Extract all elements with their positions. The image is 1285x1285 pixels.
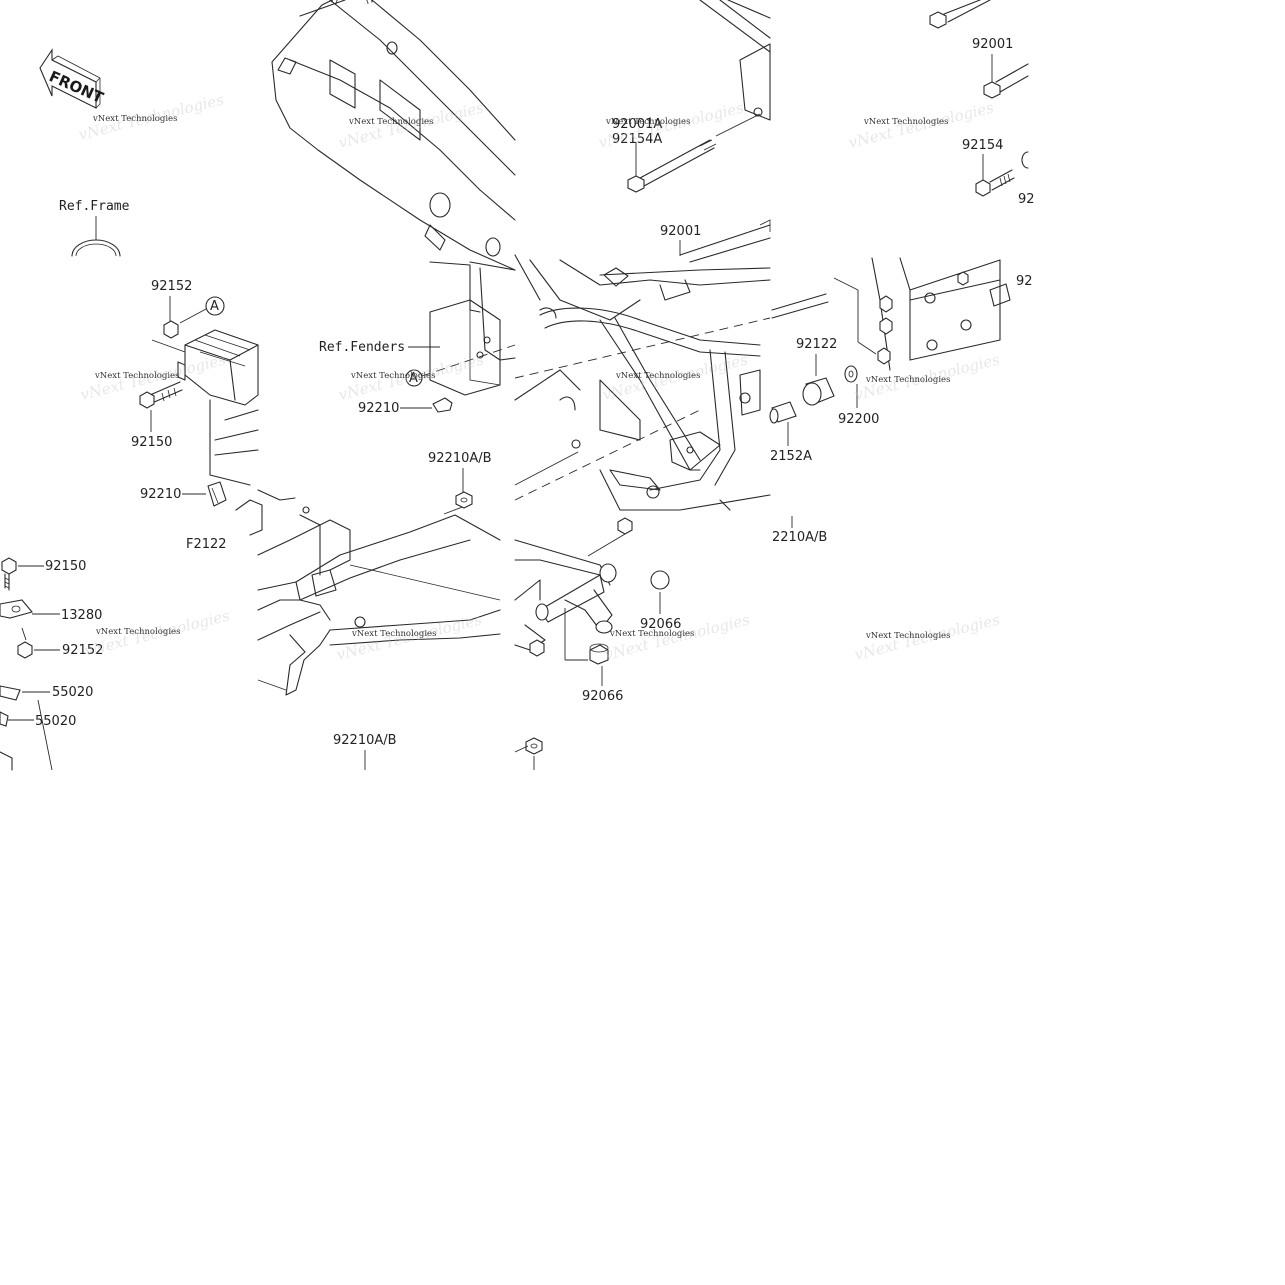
bolt-92154: 92154 92 bbox=[962, 138, 1035, 207]
nut-92152-b: 92152 bbox=[17, 627, 103, 659]
watermark-group: vNext Technologies vNext Technologies vN… bbox=[77, 90, 1002, 664]
pad-55020-b: 55020 bbox=[0, 699, 76, 771]
ref-frame-label: Ref.Frame bbox=[59, 199, 130, 214]
watermark-1: vNext Technologies bbox=[92, 114, 177, 124]
rear-fender-panel bbox=[257, 505, 501, 696]
label-92-fragment-2: 92 bbox=[1016, 274, 1033, 289]
watermark-7: vNext Technologies bbox=[615, 371, 700, 381]
label-2152A: 2152A bbox=[770, 449, 812, 464]
watermark-6: vNext Technologies bbox=[350, 371, 435, 381]
rear-crossmember bbox=[514, 517, 633, 661]
label-92066-a: 92066 bbox=[640, 617, 681, 632]
fender-bracket: Ref.Fenders A bbox=[319, 299, 516, 396]
ref-frame-group: Ref.Frame bbox=[59, 199, 130, 257]
label-92150-b: 92150 bbox=[45, 559, 86, 574]
label-92210AB-1: 92210A/B bbox=[428, 451, 492, 466]
watermark-3: vNext Technologies bbox=[605, 117, 690, 127]
label-92001A: 92001A bbox=[612, 117, 662, 132]
label-55020-a: 55020 bbox=[52, 685, 93, 700]
marker-a-circle-2 bbox=[405, 369, 423, 387]
bolt-92001-right: 92001 bbox=[972, 37, 1029, 99]
label-92001-top: 92001 bbox=[972, 37, 1013, 52]
label-92210-b: 92210 bbox=[358, 401, 399, 416]
washer-92200: 92200 bbox=[838, 365, 879, 427]
label-92210AB-2: 92210A/B bbox=[333, 733, 397, 748]
label-92210-a: 92210 bbox=[140, 487, 181, 502]
nut-92210AB-1: 92210A/B bbox=[428, 451, 492, 509]
frame-middle: 92001 bbox=[514, 219, 771, 511]
label-92154: 92154 bbox=[962, 138, 1003, 153]
label-92154A: 92154A bbox=[612, 132, 662, 147]
cap-92066-b: 92066 bbox=[582, 643, 623, 704]
bolt-92150-a: 92150 bbox=[131, 381, 183, 450]
watermark-10: vNext Technologies bbox=[351, 629, 436, 639]
watermark-11: vNext Technologies bbox=[609, 629, 694, 639]
label-92066-b: 92066 bbox=[582, 689, 623, 704]
battery-case: 92152 A bbox=[151, 279, 259, 486]
watermark-8: vNext Technologies bbox=[865, 375, 950, 385]
collar-2152A: 2152A 2210A/B bbox=[769, 401, 827, 545]
label-92001-mid: 92001 bbox=[660, 224, 701, 239]
label-92152-a: 92152 bbox=[151, 279, 192, 294]
label-92-fragment-1: 92 bbox=[1018, 192, 1035, 207]
marker-a-circle-1 bbox=[205, 296, 225, 316]
watermark-9: vNext Technologies bbox=[95, 627, 180, 637]
frame-rail-left bbox=[271, 0, 516, 361]
label-92152-b: 92152 bbox=[62, 643, 103, 658]
cap-92066-a: 92066 bbox=[640, 570, 681, 632]
ref-fenders-label: Ref.Fenders bbox=[319, 340, 405, 355]
clip-92210-a: 92210 F2122 bbox=[140, 481, 296, 552]
bolt-92150-b: 92150 bbox=[1, 557, 86, 591]
plate-13280: 13280 bbox=[0, 599, 102, 623]
label-2210AB: 2210A/B bbox=[772, 530, 827, 545]
label-92200: 92200 bbox=[838, 412, 879, 427]
watermark-4: vNext Technologies bbox=[863, 117, 948, 127]
label-92122: 92122 bbox=[796, 337, 837, 352]
marker-a-label-2: A bbox=[409, 371, 418, 386]
marker-a-label-1: A bbox=[210, 299, 219, 314]
watermark-5: vNext Technologies bbox=[94, 371, 179, 381]
bolt-92154A: 92001A 92154A bbox=[612, 0, 771, 193]
label-F2122: F2122 bbox=[186, 537, 227, 552]
bolt-92001-top bbox=[929, 0, 991, 29]
frame-right: 92 bbox=[771, 257, 1033, 371]
label-55020-b: 55020 bbox=[35, 714, 76, 729]
collar-92122: 92122 bbox=[796, 337, 837, 406]
pad-55020-a: 55020 bbox=[0, 685, 93, 701]
label-13280: 13280 bbox=[61, 608, 102, 623]
watermark-2: vNext Technologies bbox=[348, 117, 433, 127]
front-arrow-icon: FRONT bbox=[39, 48, 107, 109]
label-92150-a: 92150 bbox=[131, 435, 172, 450]
nut-92210AB-2: 92210A/B bbox=[333, 733, 543, 770]
watermark-12: vNext Technologies bbox=[865, 631, 950, 641]
clip-92210-b: 92210 bbox=[358, 397, 453, 416]
